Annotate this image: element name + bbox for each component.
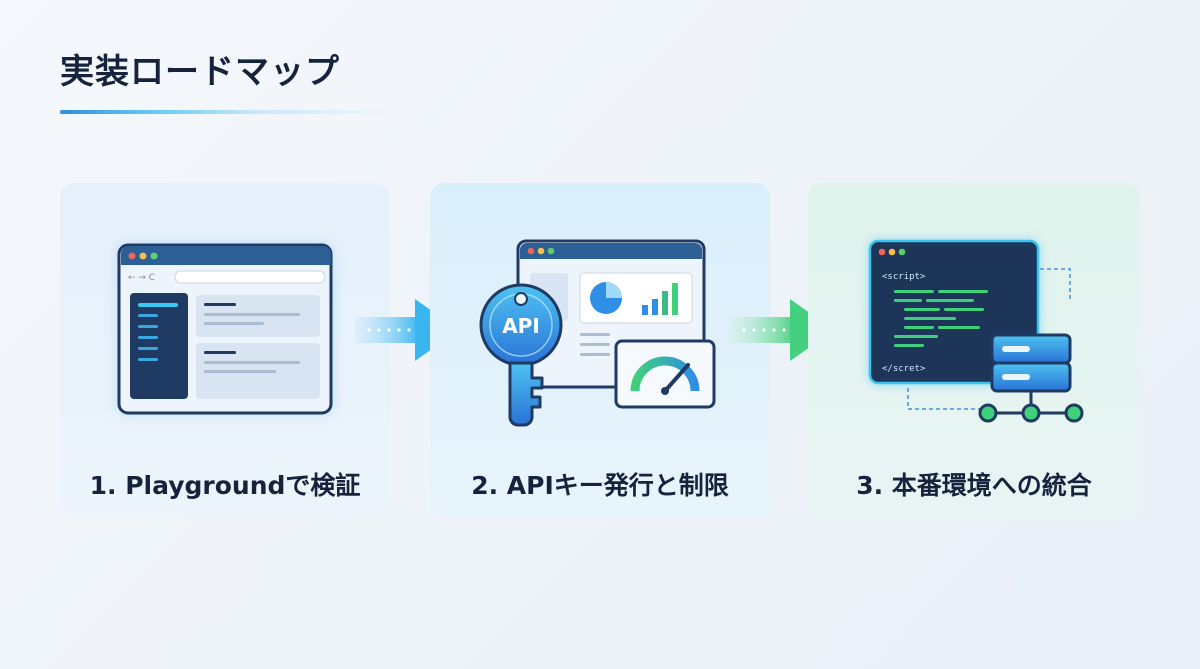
code-open-tag: <script> xyxy=(882,272,926,282)
step-1-label: 1. Playgroundで検証 xyxy=(89,471,361,500)
step-3-label: 3. 本番環境への統合 xyxy=(856,471,1092,500)
step-card-2: API 2. APIキー発行と制限 xyxy=(430,183,770,518)
code-server-icon: <script> </scret> xyxy=(868,239,1084,423)
api-key-text: API xyxy=(502,314,540,338)
code-close-tag: </scret> xyxy=(882,364,926,374)
step-card-3: <script> </scret> 3. 本番環境への統合 xyxy=(808,183,1140,518)
page-title: 実装ロードマップ xyxy=(60,52,340,92)
step-card-1: ← → C 1. Playgroundで検証 xyxy=(60,183,390,518)
step-2-label: 2. APIキー発行と制限 xyxy=(471,471,729,500)
api-key-dashboard-icon: API xyxy=(479,239,716,427)
title-underline xyxy=(60,110,390,114)
browser-window-icon: ← → C xyxy=(116,243,334,415)
svg-text:← → C: ← → C xyxy=(128,273,155,283)
